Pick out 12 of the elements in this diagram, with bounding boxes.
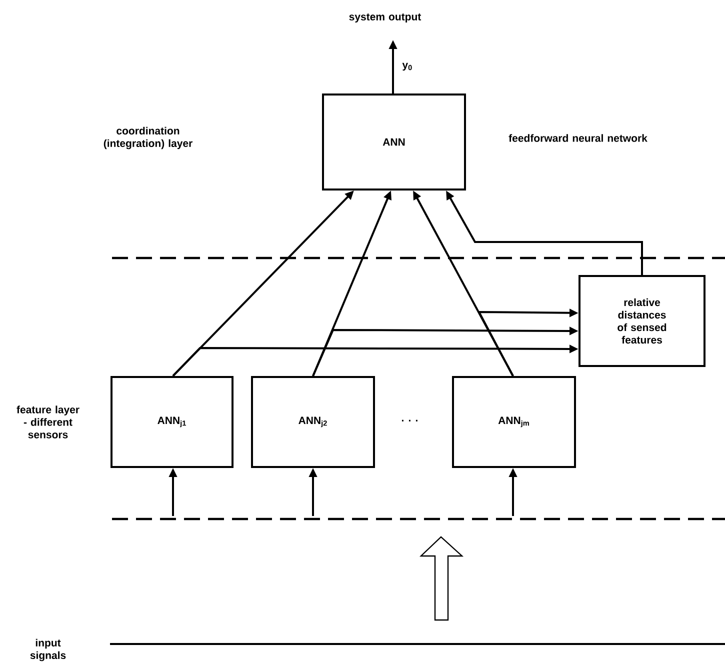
caption-text: system output: [349, 13, 422, 22]
annotation-text: feedforward neural network: [508, 134, 648, 142]
ellipsis: · · ·: [402, 420, 418, 422]
feature-box: relative distances of sensed features: [578, 274, 706, 367]
layer-label: input signals: [30, 638, 66, 662]
layer-label: coordination (integration) layer: [104, 126, 192, 150]
edge-label: y$_{0}$: [401, 62, 414, 72]
process-box: ANN$_{j1}$: [110, 376, 234, 468]
layer-label: feature layer - different sensors: [16, 406, 80, 438]
process-box: ANN: [322, 94, 466, 190]
process-box: ANN$_{jm}$: [452, 376, 576, 468]
process-box: ANN$_{j2}$: [251, 376, 375, 468]
